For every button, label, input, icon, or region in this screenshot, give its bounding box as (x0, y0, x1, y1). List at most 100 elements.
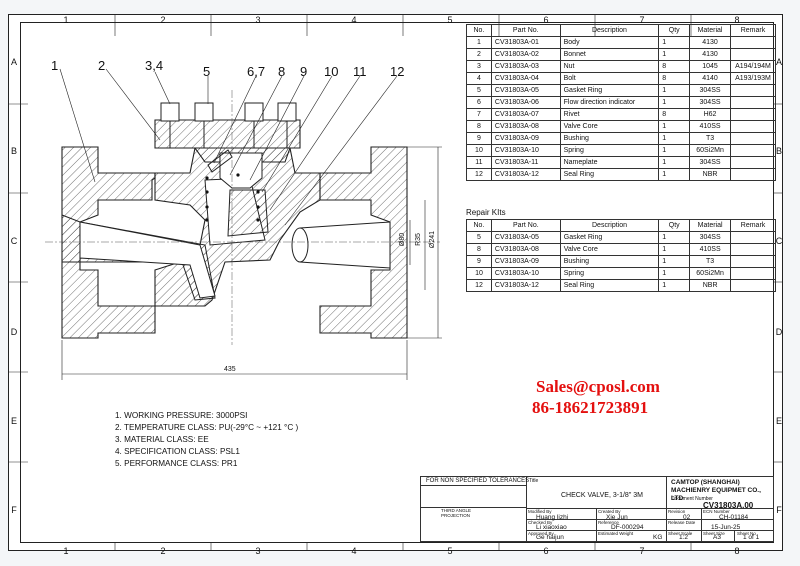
bom-cell-no: 3 (466, 60, 492, 73)
sheet-size: A3 (713, 534, 721, 541)
repair-cell-remark (730, 279, 776, 292)
balloon-3-4: 3,4 (145, 58, 164, 73)
zone-col-3-top: 3 (255, 15, 261, 25)
balloon-12: 12 (390, 64, 405, 79)
repair-cell-remark (730, 243, 776, 256)
weight-unit: KG (653, 534, 663, 541)
bom-cell-description: Flow direction indicator (559, 96, 660, 109)
bom-cell-remark (729, 96, 777, 109)
bom-cell-part-no: CV31803A-05 (490, 84, 561, 97)
bom-cell-material: 304SS (689, 156, 731, 169)
zone-col-2-top: 2 (160, 15, 166, 25)
bom-cell-no: 5 (466, 84, 492, 97)
zone-col-4-top: 4 (351, 15, 357, 25)
bom-cell-no: 12 (466, 168, 492, 181)
repair-cell-part-no: CV31803A-08 (490, 243, 561, 256)
bom-cell-no: 10 (466, 144, 492, 157)
bom-cell-material: 410SS (689, 120, 731, 133)
dimension-bore-diameter: Ø80 (399, 232, 407, 247)
bom-cell-part-no: CV31803A-06 (490, 96, 561, 109)
bom-cell-material: 4130 (689, 48, 731, 61)
contact-email[interactable]: Sales@cposl.com (536, 377, 660, 396)
bom-cell-material: 304SS (689, 96, 731, 109)
bom-header-row: No. Part No. Description Qty Material Re… (466, 24, 777, 37)
zone-col-4-bottom: 4 (351, 546, 357, 556)
repair-cell-description: Seal Ring (559, 279, 660, 292)
bom-cell-qty: 1 (658, 168, 691, 181)
zone-row-d-left: D (10, 327, 18, 337)
bom-cell-qty: 1 (658, 156, 691, 169)
zone-col-3-bottom: 3 (255, 546, 261, 556)
zone-col-2-bottom: 2 (160, 546, 166, 556)
document-number-label: Document Number (671, 496, 713, 502)
repair-cell-no: 8 (466, 243, 492, 256)
bom-header-part-no: Part No. (490, 24, 561, 37)
bom-cell-description: Seal Ring (559, 168, 660, 181)
repair-cell-part-no: CV31803A-09 (490, 255, 561, 268)
bom-cell-material: 1045 (689, 60, 731, 73)
bom-cell-no: 8 (466, 120, 492, 133)
zone-col-1-top: 1 (63, 15, 69, 25)
bom-cell-remark (729, 168, 777, 181)
bom-header-no: No. (466, 24, 492, 37)
tolerance-title: FOR NON SPECIFIED TOLERANCES (426, 478, 530, 484)
bom-cell-no: 2 (466, 48, 492, 61)
bom-cell-description: Bushing (559, 132, 660, 145)
sheet-number-label: Sheet No (737, 531, 756, 536)
bom-cell-part-no: CV31803A-01 (490, 36, 561, 49)
zone-col-7-bottom: 7 (639, 546, 645, 556)
zone-row-e-right: E (775, 416, 782, 426)
bom-header-remark: Remark (729, 24, 777, 37)
repair-cell-description: Valve Core (559, 243, 660, 256)
bom-cell-remark (729, 36, 777, 49)
bom-cell-remark (729, 132, 777, 145)
bom-cell-material: H62 (689, 108, 731, 121)
bom-cell-qty: 1 (658, 132, 691, 145)
company-name: CAMTOP (SHANGHAI) MACHIENRY EQUIPMET CO.… (671, 479, 761, 502)
dimension-length: 435 (224, 366, 236, 373)
repair-header-remark: Remark (730, 219, 776, 232)
repair-cell-description: Spring (559, 267, 660, 280)
repair-kits-title: Repair KIts (466, 208, 506, 217)
bom-cell-part-no: CV31803A-02 (490, 48, 561, 61)
bom-cell-description: Spring (559, 144, 660, 157)
revision-label: Revision (668, 509, 686, 514)
note-item: 2. TEMPERATURE CLASS: PU(-29°C ~ +121 °C… (115, 423, 299, 432)
weight-label: Estimated Weight (598, 531, 634, 536)
repair-header-row: No. Part No. Description Qty Material Re… (466, 219, 776, 232)
zone-col-1-bottom: 1 (63, 546, 69, 556)
contact-phone: 86-18621723891 (532, 398, 649, 417)
repair-kits-table: No. Part No. Description Qty Material Re… (466, 219, 776, 292)
modified-by-label: Modified By (528, 509, 552, 514)
bom-cell-qty: 8 (658, 108, 691, 121)
bom-cell-part-no: CV31803A-07 (490, 108, 561, 121)
zone-col-6-top: 6 (543, 15, 549, 25)
contact-block: Sales@cposl.com 86-18621723891 (532, 376, 660, 418)
checked-by-label: Checked By (528, 520, 553, 525)
repair-header-description: Description (559, 219, 660, 232)
note-item: 3. MATERIAL CLASS: EE (115, 435, 209, 444)
bom-cell-qty: 1 (658, 36, 691, 49)
note-item: 5. PERFORMANCE CLASS: PR1 (115, 459, 238, 468)
balloon-10: 10 (324, 64, 339, 79)
repair-cell-qty: 1 (658, 231, 691, 244)
bom-cell-remark: A193/193M (729, 72, 777, 85)
bom-cell-remark (729, 144, 777, 157)
bom-cell-material: 4130 (689, 36, 731, 49)
bom-cell-no: 1 (466, 36, 492, 49)
bom-cell-remark (729, 108, 777, 121)
bom-cell-description: Body (559, 36, 660, 49)
bom-cell-material: T3 (689, 132, 731, 145)
note-item: 1. WORKING PRESSURE: 3000PSI (115, 411, 248, 420)
modified-by: Huang lizhi (536, 514, 569, 521)
repair-cell-part-no: CV31803A-12 (490, 279, 561, 292)
